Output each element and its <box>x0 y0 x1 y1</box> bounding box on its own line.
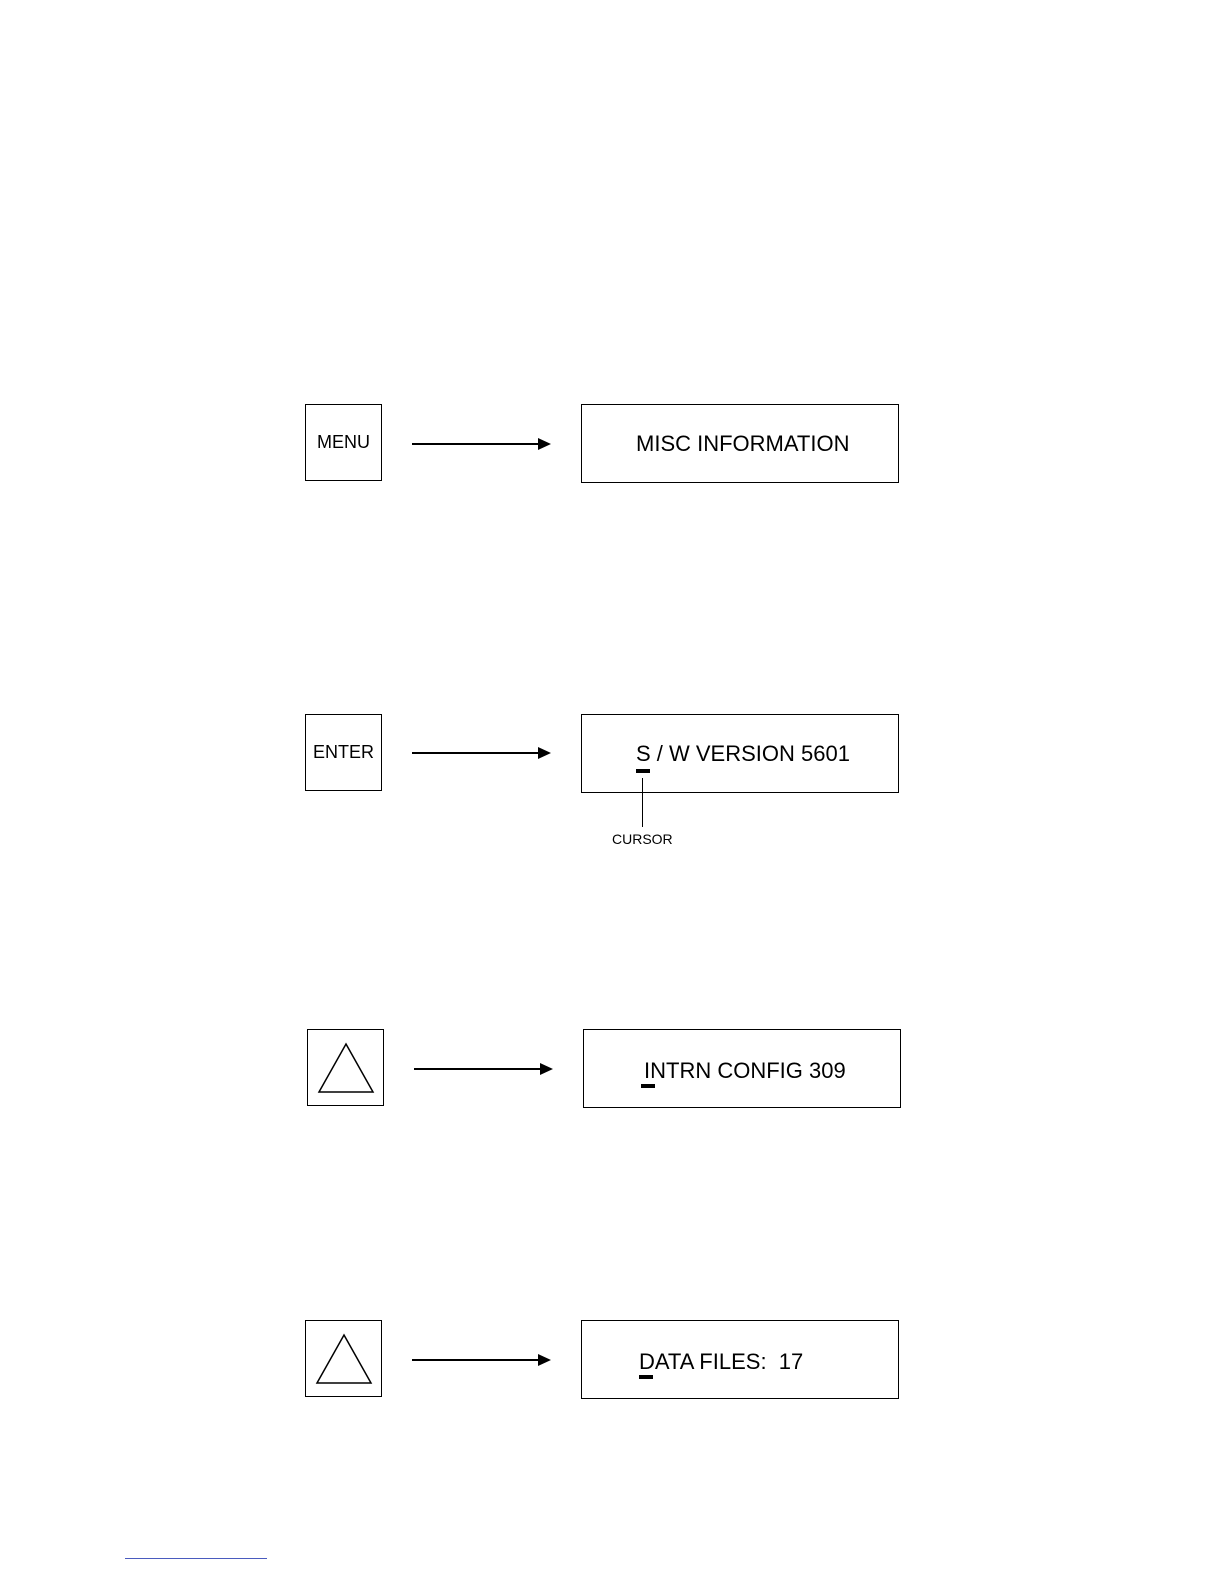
up-triangle-icon <box>316 1042 376 1094</box>
display-text: MISC INFORMATION <box>636 431 849 457</box>
display-text: S / W VERSION 5601 <box>636 741 850 767</box>
cursor-callout-label: CURSOR <box>612 831 673 847</box>
display-text: INTRN CONFIG 309 <box>644 1058 846 1084</box>
arrow-3 <box>414 1062 554 1076</box>
footnote-rule <box>125 1558 267 1559</box>
cursor-callout-line <box>642 778 643 827</box>
up-key[interactable] <box>307 1029 384 1106</box>
menu-key-label: MENU <box>317 432 370 453</box>
cursor-mark <box>636 769 650 773</box>
arrow-1 <box>412 437 552 451</box>
enter-key[interactable]: ENTER <box>305 714 382 791</box>
display-text: DATA FILES: 17 <box>639 1349 803 1375</box>
up-triangle-icon <box>314 1333 374 1385</box>
display-misc-information: MISC INFORMATION <box>581 404 899 483</box>
display-intrn-config: INTRN CONFIG 309 <box>583 1029 901 1108</box>
menu-key[interactable]: MENU <box>305 404 382 481</box>
arrow-2 <box>412 746 552 760</box>
display-sw-version: S / W VERSION 5601 <box>581 714 899 793</box>
arrow-4 <box>412 1353 552 1367</box>
up-key[interactable] <box>305 1320 382 1397</box>
display-data-files: DATA FILES: 17 <box>581 1320 899 1399</box>
cursor-mark <box>639 1375 653 1379</box>
enter-key-label: ENTER <box>313 742 374 763</box>
cursor-mark <box>641 1084 655 1088</box>
